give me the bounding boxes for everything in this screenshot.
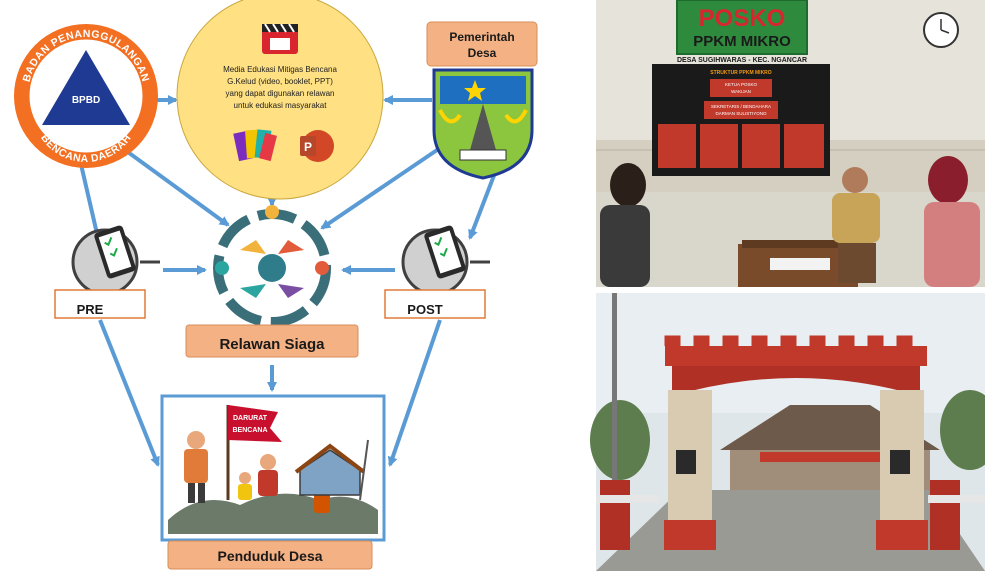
relawan-siaga: Relawan Siaga	[185, 205, 359, 358]
media-line-4: untuk edukasi masyarakat	[234, 101, 328, 110]
relawan-label: Relawan Siaga	[219, 336, 325, 353]
pre-test: PRE	[54, 225, 160, 319]
posko-sign-title: POSKO	[699, 5, 786, 32]
pemerintah-desa-line-2: Desa	[468, 46, 497, 60]
flag-text-line-2: BENCANA	[233, 427, 268, 434]
penduduk-label: Penduduk Desa	[217, 548, 322, 564]
media-education-circle: Media Edukasi Mitigas Bencana G.Kelud (v…	[176, 0, 384, 200]
bpbd-logo: BADAN PENANGGULANGAN BENCANA DAERAH BPBD	[14, 24, 158, 168]
arrow-bpbd-to-pre	[78, 159, 102, 240]
media-line-1: Media Edukasi Mitigas Bencana	[223, 65, 337, 74]
media-line-3: yang dapat digunakan relawan	[226, 89, 335, 98]
board-ketua-role: KETUA POSKO	[725, 82, 758, 87]
person-center	[832, 167, 880, 283]
board-title: STRUKTUR PPKM MIKRO	[710, 70, 771, 76]
pemerintah-desa: Pemerintah Desa	[426, 21, 538, 180]
clapperboard-icon	[262, 23, 298, 54]
powerpoint-icon: P	[300, 130, 334, 162]
wall-clock-icon	[923, 12, 959, 48]
arrow-desa-to-post	[468, 164, 500, 240]
photo-posko-meeting: POSKO PPKM MIKRO DESA SUGIHWARAS - KEC. …	[596, 0, 985, 287]
posko-sign-location: DESA SUGIHWARAS - KEC. NGANCAR	[677, 57, 807, 64]
post-test: POST	[384, 225, 490, 319]
svg-text:P: P	[304, 140, 312, 154]
bpbd-triangle-icon	[42, 50, 130, 125]
arrow-bpbd-to-relawan	[123, 148, 230, 227]
phone-checklist-icon	[401, 225, 490, 296]
arrow-post-to-penduduk	[387, 319, 442, 467]
teamwork-hands-icon	[213, 205, 331, 327]
disaster-scene-illustration: DARURAT BENCANA	[168, 405, 378, 534]
booklet-icon	[233, 129, 277, 162]
board-sekretaris-name: DARMAN SULISTIYONO	[715, 111, 767, 116]
pemerintah-desa-line-1: Pemerintah	[449, 30, 514, 44]
person-right	[924, 156, 980, 287]
bpbd-center-label: BPBD	[72, 95, 100, 106]
gate-top-beam	[665, 346, 927, 366]
kediri-coat-of-arms-icon	[432, 68, 534, 180]
media-line-2: G.Kelud (video, booklet, PPT)	[227, 77, 333, 86]
posko-sign-subtitle: PPKM MIKRO	[693, 33, 791, 50]
arrow-pre-to-penduduk	[98, 319, 160, 467]
posko-sign	[676, 0, 808, 55]
photo-village-gate	[590, 293, 985, 571]
flow-arrows	[78, 95, 500, 467]
person-left	[600, 163, 650, 287]
post-label: POST	[407, 302, 442, 317]
flag-text-line-1: DARURAT	[233, 415, 268, 422]
board-ketua-name: WAKIJAN	[731, 89, 751, 94]
board-sekretaris-role: SEKRETARIS / BENDAHARA	[711, 104, 771, 109]
arrow-desa-to-relawan	[320, 146, 442, 230]
penduduk-desa: DARURAT BENCANA Penduduk Desa	[160, 394, 386, 570]
phone-checklist-icon	[71, 225, 160, 296]
pre-label: PRE	[77, 302, 104, 317]
